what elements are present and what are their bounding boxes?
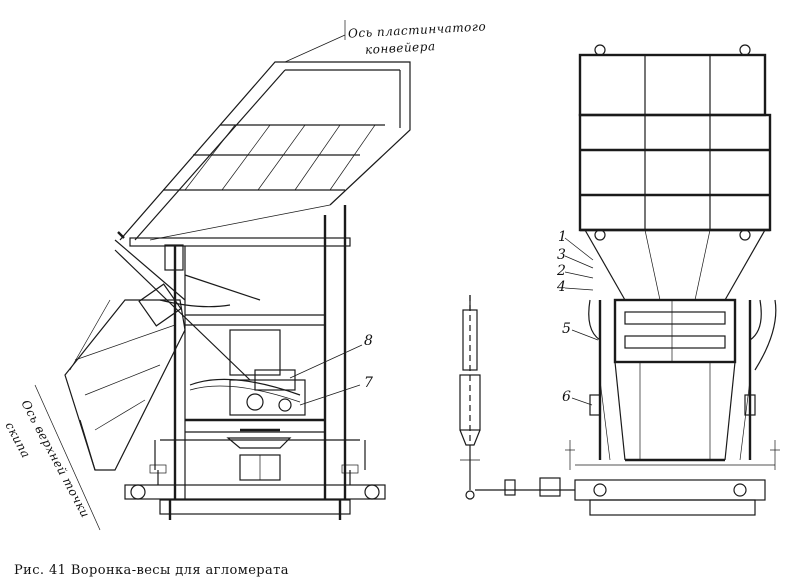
inclined-chute [119,34,411,241]
callout-2: 2 [557,263,566,279]
weighing-mechanism [189,329,306,481]
skip-axis-line [34,384,101,531]
callout-leaders [289,237,599,406]
upper-hopper [578,44,772,301]
base-beam [124,464,386,520]
front-base [565,440,780,516]
callout-5: 5 [562,321,571,337]
callout-6: 6 [562,389,571,405]
side-elevation-view [34,20,411,531]
lower-inclined-hopper [64,231,186,471]
callout-4: 4 [557,279,566,295]
lower-funnel [589,361,756,462]
hydraulic-lever [114,244,261,381]
callout-3: 3 [557,247,566,263]
callout-8: 8 [364,333,373,349]
hydraulic-ram [459,295,575,500]
front-elevation-view [289,44,780,516]
figure-caption: Рис. 41 Воронка-весы для агломерата [14,563,289,578]
conveyor-axis-label-line2: конвейера [364,39,436,57]
callout-7: 7 [364,375,373,391]
callout-1: 1 [558,229,567,245]
